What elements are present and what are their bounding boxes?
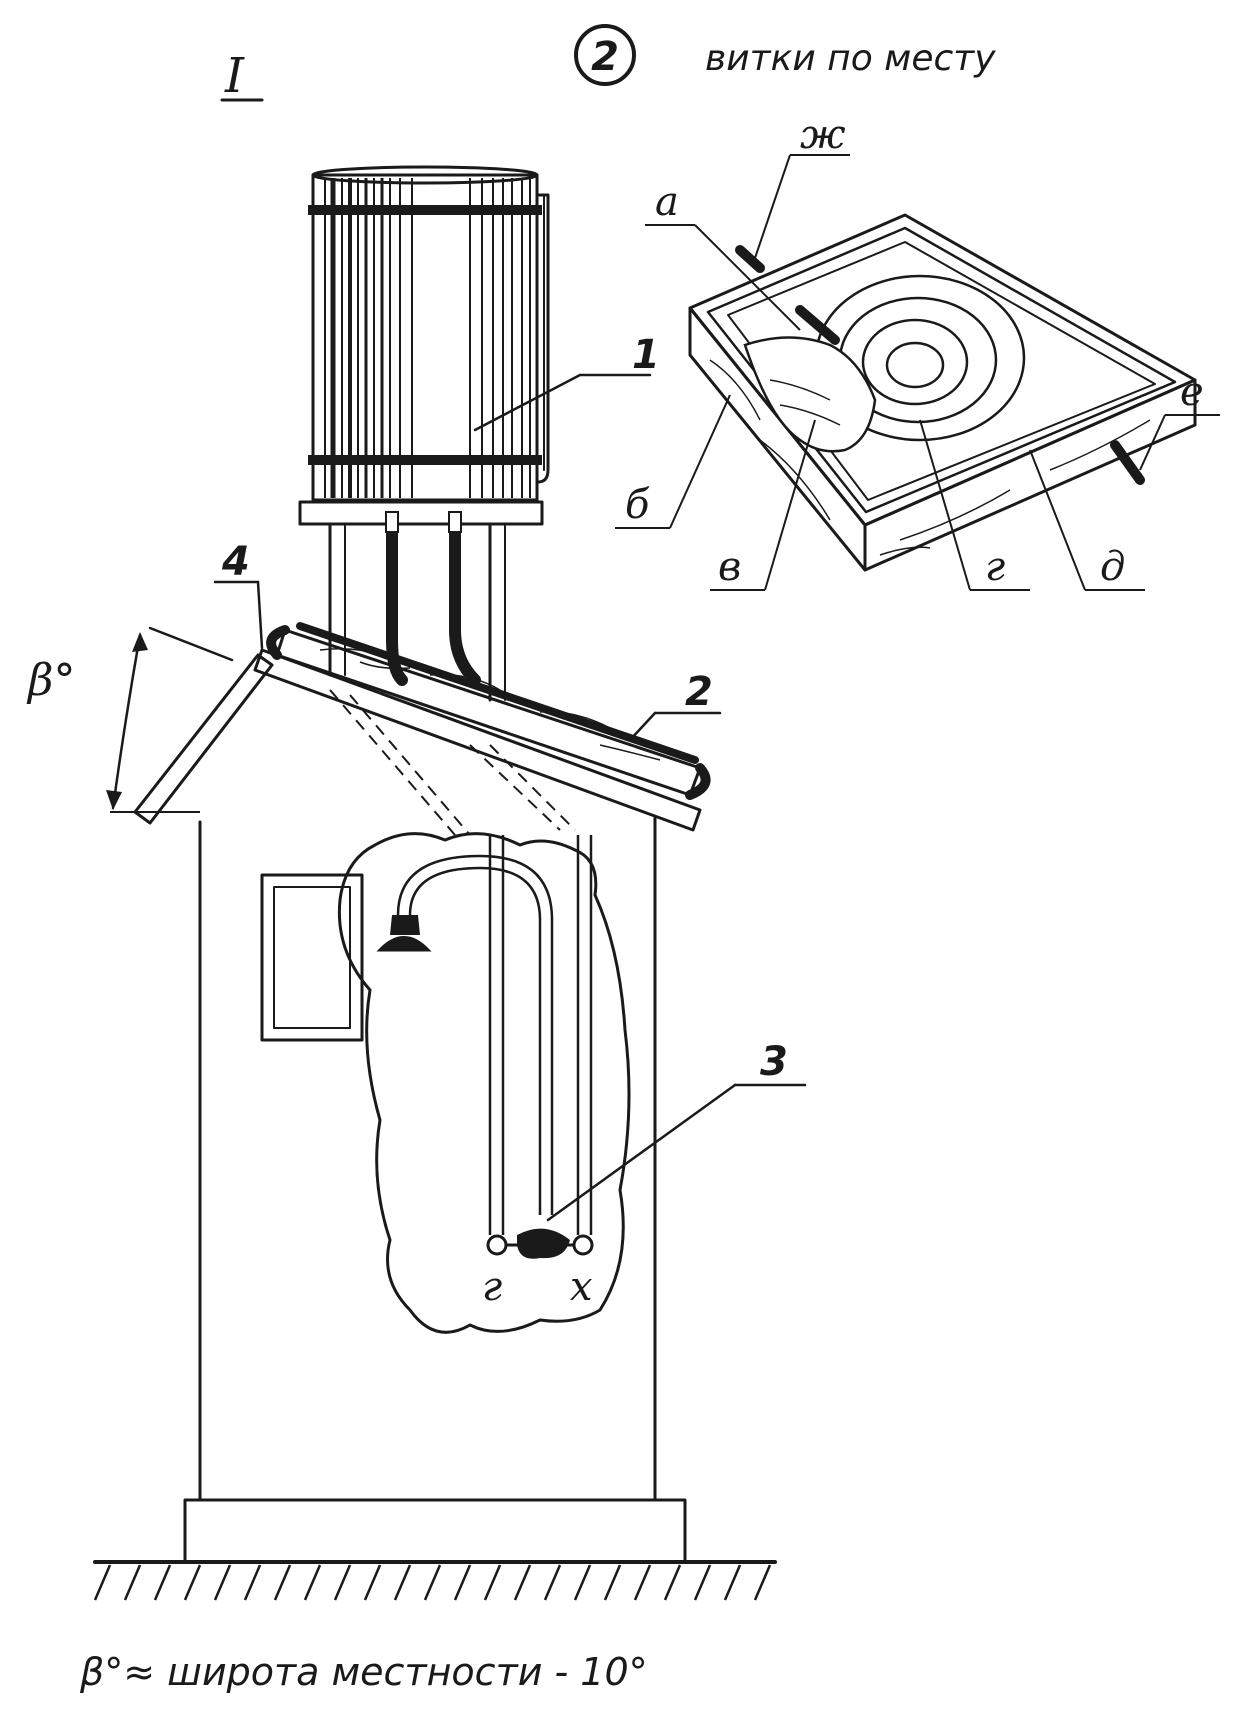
callout-1-label: 1: [632, 332, 660, 378]
angle-indicator: [106, 626, 234, 810]
detail-label-d: д: [1100, 544, 1125, 590]
angle-beta-label: β°: [26, 655, 75, 706]
detail-label-g: г: [985, 544, 1005, 590]
detail-leaders: [615, 154, 1220, 591]
callout-2-label: 2: [685, 669, 713, 715]
roof: [110, 648, 702, 832]
detail-label-a: а: [655, 179, 679, 225]
detail-label-v: в: [718, 544, 741, 590]
detail-caption: витки по месту: [705, 38, 996, 79]
valve-cold-label: х: [570, 1264, 593, 1310]
shower-cabin: [198, 816, 657, 1502]
callout-1-leader: [473, 373, 582, 432]
detail-number-circle: [574, 24, 636, 86]
roman-numeral-label: I: [224, 48, 245, 104]
valve-hot-label: г: [482, 1264, 502, 1310]
callout-3-label: 3: [760, 1039, 788, 1085]
foundation: [93, 1498, 777, 1601]
collector-detail: [688, 213, 1197, 572]
detail-label-zh: ж: [800, 112, 846, 158]
detail-label-e: е: [1180, 369, 1204, 415]
detail-label-b: б: [625, 482, 650, 528]
callout-4-label: 4: [221, 539, 250, 585]
detail-number: 2: [591, 34, 619, 80]
latitude-formula: β°≈ широта местности - 10°: [79, 1650, 648, 1694]
solar-collector: [266, 622, 711, 836]
water-tank: [298, 165, 550, 702]
